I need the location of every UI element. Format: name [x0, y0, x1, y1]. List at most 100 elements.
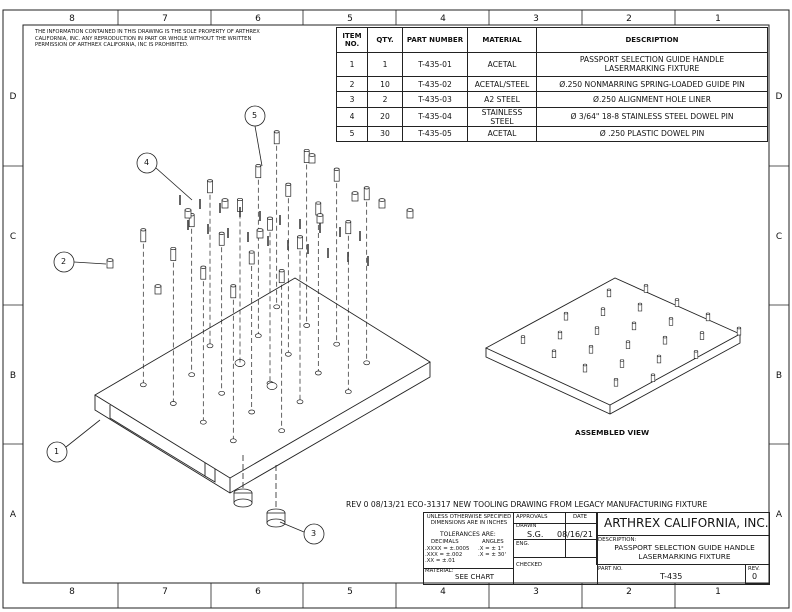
balloon-2: 2 [61, 257, 67, 266]
plate-hole [344, 389, 352, 395]
bom-header-material: MATERIAL [467, 27, 537, 53]
dowel-pin [303, 150, 310, 163]
tol-xx: .XX = ±.01 [425, 558, 456, 564]
guide-pin-top [256, 228, 264, 232]
dowel-pin-top [315, 201, 322, 205]
checked-label: CHECKED [516, 562, 543, 568]
drawing-description: PASSPORT SELECTION GUIDE HANDLE LASERMAR… [614, 543, 755, 561]
assembled-view-label: ASSEMBLED VIEW [575, 428, 650, 437]
assembled-pin-top [582, 363, 588, 367]
dowel-pin-top [140, 228, 147, 232]
dowel-pin [255, 165, 262, 179]
zone-col-2: 2 [626, 14, 632, 24]
dowel-pin-top [363, 186, 370, 190]
dowel-pin [285, 183, 292, 197]
bom-part: T-435-03 [402, 91, 468, 108]
part-number: T-435 [660, 572, 683, 581]
dowel-pin [267, 217, 273, 231]
assembled-pin-top [656, 354, 662, 358]
plate-hole [296, 399, 304, 405]
company-box [596, 512, 770, 536]
plate-hole [199, 419, 207, 425]
bom-qty: 10 [367, 75, 403, 93]
proprietary-notice: THE INFORMATION CONTAINED IN THIS DRAWIN… [35, 29, 260, 48]
dowel-pin [230, 285, 237, 299]
zone-row-d-right: D [775, 92, 783, 102]
bom-qty: 1 [367, 52, 403, 77]
balloon-group [46, 105, 325, 545]
zone-row-b: B [9, 371, 17, 381]
assembled-pin-top [594, 326, 600, 329]
zone-row-b-right: B [775, 371, 783, 381]
bom-header-row: ITEM NO. QTY. PART NUMBER MATERIAL DESCR… [336, 27, 768, 53]
dowel-pin [345, 221, 352, 235]
assembled-pin-top [699, 331, 705, 334]
plate-hole [314, 370, 322, 376]
ang-xx: .X = ± 30' [478, 552, 506, 558]
guide-pin-top [184, 208, 192, 212]
bom-header-item: ITEM NO. [336, 27, 368, 53]
guide-pin-top [221, 198, 229, 202]
zone-col-7: 7 [162, 14, 168, 24]
zone-col-2-bottom: 2 [626, 587, 632, 597]
zone-col-5-bottom: 5 [347, 587, 353, 597]
ang-x: .X = ± 1° [478, 546, 504, 552]
eng-row [513, 539, 598, 558]
assembled-pin-top [650, 373, 656, 376]
angles-label: ANGLES [482, 539, 504, 545]
guide-pin-top [154, 284, 162, 288]
dowel-pin-top [248, 250, 255, 254]
bom-header-qty: QTY. [367, 27, 403, 53]
tolerances-title: TOLERANCES ARE: [440, 531, 496, 538]
zone-col-1: 1 [715, 14, 721, 24]
bom-material: ACETAL/STEEL [467, 75, 537, 93]
dowel-pin [273, 131, 280, 145]
plate-hole [333, 341, 341, 347]
bom-item: 3 [336, 91, 368, 108]
assembled-pin-top [520, 335, 526, 338]
bom-item: 1 [336, 52, 368, 77]
alignment-liners [233, 455, 286, 528]
bom-row: 4 20 T-435-04 STAINLESS STEEL Ø 3/64" 18… [336, 106, 768, 127]
dowel-pin [363, 187, 370, 201]
zone-row-d: D [9, 92, 17, 102]
bom-row: 5 30 T-435-05 ACETAL Ø .250 PLASTIC DOWE… [336, 125, 768, 142]
assembled-pin-top [600, 307, 606, 310]
plate-hole-large [266, 382, 278, 390]
zone-row-a: A [9, 510, 17, 520]
plate-hole [218, 390, 226, 396]
dowel-pin [297, 236, 303, 250]
plate-hole [169, 401, 177, 406]
revision-note: REV 0 08/13/21 ECO-31317 NEW TOOLING DRA… [346, 500, 708, 509]
pins [106, 130, 414, 439]
assembled-pin-top [625, 340, 631, 343]
dowel-pin-top [170, 246, 177, 251]
dowel-pin [207, 180, 213, 194]
bom-qty: 20 [367, 106, 403, 127]
drawn-row [513, 522, 598, 540]
bom-item: 2 [336, 75, 368, 93]
assembled-pin-top [662, 335, 668, 339]
dowel-pin-top [237, 197, 243, 202]
plate-hole [303, 323, 311, 328]
assembled-pin-top [588, 345, 594, 348]
approvals-header-row [513, 512, 598, 524]
bom-item: 4 [336, 106, 368, 127]
bill-of-materials: ITEM NO. QTY. PART NUMBER MATERIAL DESCR… [336, 27, 768, 142]
drawn-date: 08/16/21 [557, 530, 593, 539]
zone-row-c-right: C [775, 232, 783, 242]
exploded-plate [94, 277, 431, 494]
rev-box [745, 564, 770, 584]
company-name: ARTHREX CALIFORNIA, INC. [604, 516, 769, 530]
revision-value: 0 [752, 572, 758, 581]
plate-hole [278, 428, 286, 434]
zone-row-c: C [9, 232, 17, 242]
assembled-pin-top [613, 378, 619, 381]
plate-hole [188, 372, 196, 378]
zone-col-6-bottom: 6 [255, 587, 261, 597]
zone-col-1-bottom: 1 [715, 587, 721, 597]
dowel-pin [200, 266, 207, 280]
zone-col-8: 8 [69, 14, 75, 24]
plate-hole [139, 382, 147, 388]
tolerance-box [423, 512, 514, 569]
